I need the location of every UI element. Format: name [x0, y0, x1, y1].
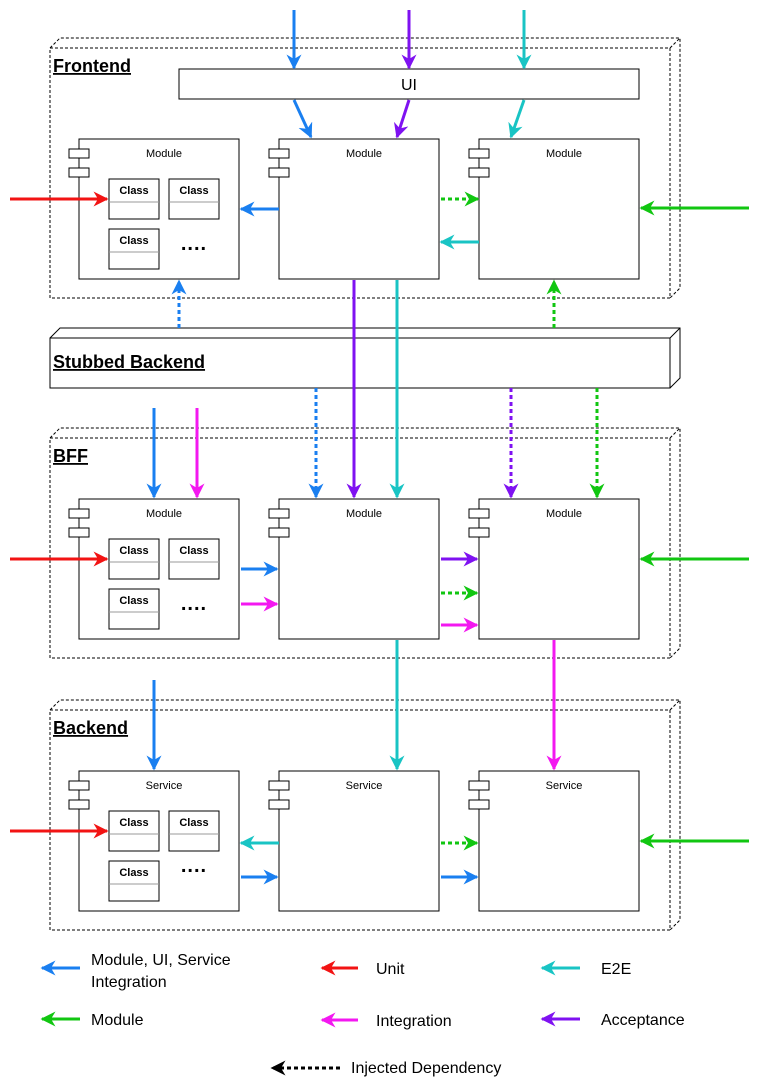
class-box — [108, 810, 160, 852]
bff-module-left: Module Class Class Class .... — [68, 498, 240, 640]
class-box — [168, 178, 220, 220]
legend-green-label: Module — [91, 1012, 144, 1029]
frontend-module-right: Module — [468, 138, 640, 280]
class-label: Class — [119, 817, 148, 829]
legend-red-label: Unit — [376, 961, 405, 978]
component-port-icon — [268, 508, 290, 519]
class-label: Class — [119, 545, 148, 557]
class-box — [108, 538, 160, 580]
backend-service-left: Service Class Class Class .... — [68, 770, 240, 912]
legend-blue-label-line2: Integration — [91, 974, 167, 991]
arrow-teal-ui-module — [508, 99, 526, 139]
module-label: Module — [546, 508, 582, 520]
component-port-icon — [268, 527, 290, 538]
ui-bar — [178, 68, 640, 100]
component-port-icon — [68, 148, 90, 159]
component-port-icon — [468, 167, 490, 178]
ui-label: UI — [401, 77, 417, 94]
component-port-icon — [268, 799, 290, 810]
ellipsis: .... — [181, 593, 207, 615]
bff-module-right: Module — [468, 498, 640, 640]
backend-container — [49, 699, 681, 931]
component-port-icon — [68, 799, 90, 810]
class-box — [108, 228, 160, 270]
module-label: Module — [146, 508, 182, 520]
legend-injected-label: Injected Dependency — [351, 1060, 501, 1077]
backend-service-right: Service — [468, 770, 640, 912]
service-label: Service — [346, 780, 383, 792]
class-label: Class — [119, 867, 148, 879]
component-port-icon — [268, 780, 290, 791]
module-label: Module — [146, 148, 182, 160]
legend-magenta-label: Integration — [376, 1013, 452, 1030]
component-port-icon — [268, 167, 290, 178]
component-port-icon — [468, 508, 490, 519]
bff-module-center: Module — [268, 498, 440, 640]
frontend-module-center: Module — [268, 138, 440, 280]
arrow-purple-ui-module — [394, 99, 411, 139]
frontend-container — [49, 37, 681, 299]
ellipsis: .... — [181, 855, 207, 877]
module-label: Module — [346, 508, 382, 520]
frontend-title: Frontend — [53, 56, 131, 76]
component-port-icon — [268, 148, 290, 159]
legend-teal-label: E2E — [601, 961, 631, 978]
component-port-icon — [68, 527, 90, 538]
bff-container — [49, 427, 681, 659]
service-label: Service — [146, 780, 183, 792]
class-label: Class — [179, 817, 208, 829]
ellipsis: .... — [181, 233, 207, 255]
module-label: Module — [546, 148, 582, 160]
class-box — [108, 588, 160, 630]
class-box — [168, 538, 220, 580]
class-box — [108, 178, 160, 220]
component-port-icon — [468, 527, 490, 538]
class-box — [168, 810, 220, 852]
component-port-icon — [468, 148, 490, 159]
bff-title: BFF — [53, 446, 88, 466]
class-label: Class — [179, 545, 208, 557]
backend-service-center: Service — [268, 770, 440, 912]
stubbed-backend-title: Stubbed Backend — [53, 352, 205, 372]
arrow-blue-ui-module — [292, 99, 313, 139]
class-label: Class — [119, 235, 148, 247]
legend-blue-label-line1: Module, UI, Service — [91, 952, 231, 969]
component-port-icon — [68, 508, 90, 519]
stubbed-backend-container — [49, 327, 681, 389]
frontend-module-left: Module Class Class Class .... — [68, 138, 240, 280]
component-port-icon — [468, 780, 490, 791]
class-label: Class — [119, 595, 148, 607]
class-label: Class — [179, 185, 208, 197]
module-label: Module — [346, 148, 382, 160]
service-label: Service — [546, 780, 583, 792]
class-label: Class — [119, 185, 148, 197]
component-port-icon — [68, 780, 90, 791]
legend-purple-label: Acceptance — [601, 1012, 685, 1029]
component-port-icon — [68, 167, 90, 178]
component-port-icon — [468, 799, 490, 810]
backend-title: Backend — [53, 718, 128, 738]
class-box — [108, 860, 160, 902]
